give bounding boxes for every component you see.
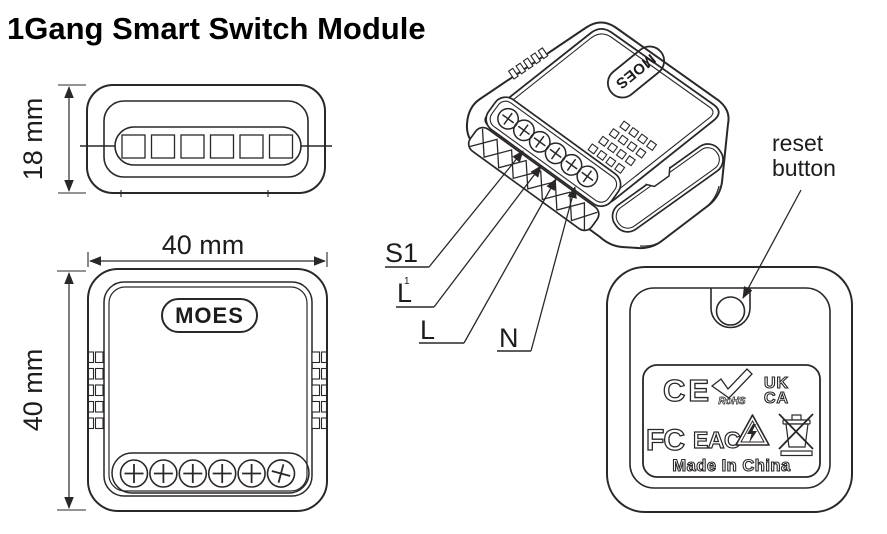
side-height-dimension: 18 mm bbox=[18, 84, 86, 194]
front-view-left-vents bbox=[87, 351, 104, 430]
iso-screw-icon bbox=[576, 165, 599, 188]
ukca-top-text: UK bbox=[764, 375, 789, 392]
rohs-mark-text: RoHS bbox=[718, 396, 746, 407]
iso-view: MOES bbox=[385, 21, 730, 353]
screw-icon bbox=[266, 459, 296, 488]
made-in-china-label: Made In China bbox=[672, 457, 791, 475]
reset-button-callout: reset button bbox=[742, 130, 836, 299]
iso-side-vents bbox=[587, 120, 658, 174]
iso-screw-icon bbox=[512, 119, 535, 142]
certification-plate bbox=[642, 364, 821, 478]
terminal-label-s1: S1 bbox=[385, 238, 418, 268]
side-view-terminal-openings bbox=[121, 134, 294, 159]
back-view-inner-shell bbox=[629, 287, 831, 489]
reset-button-hole bbox=[710, 288, 751, 329]
iso-terminal-strip bbox=[485, 96, 622, 208]
side-height-dimension-label: 18 mm bbox=[18, 98, 48, 181]
terminal-label-l2: L bbox=[420, 315, 435, 345]
iso-screw-icon bbox=[497, 107, 520, 130]
screw-icon bbox=[237, 459, 266, 488]
iso-screw-icon bbox=[544, 142, 567, 165]
eac-mark: EAC bbox=[692, 426, 741, 453]
screw-icon bbox=[178, 459, 208, 488]
side-view-outer-shell bbox=[86, 84, 326, 194]
reset-callout-line1: reset bbox=[772, 130, 824, 156]
terminal-label-l1: L bbox=[397, 278, 412, 308]
warning-triangle-icon bbox=[735, 414, 770, 446]
front-view-terminal-screws bbox=[111, 452, 310, 494]
front-height-dimension: 40 mm bbox=[18, 270, 86, 511]
screw-icon bbox=[119, 459, 149, 488]
front-view: MOES bbox=[18, 230, 328, 512]
iso-screw-icon bbox=[528, 130, 551, 153]
iso-bottom-edge-line bbox=[639, 185, 720, 247]
fcc-mark-text: FC bbox=[646, 424, 684, 457]
ukca-bottom-text: CA bbox=[764, 390, 789, 407]
front-height-dimension-label: 40 mm bbox=[18, 349, 48, 432]
side-view: 18 mm bbox=[18, 84, 332, 197]
ukca-mark: UK CA bbox=[763, 374, 789, 407]
front-view-inner-frame-2 bbox=[108, 286, 308, 492]
iso-back-vent-slots bbox=[507, 47, 549, 80]
moes-logo-text: MOES bbox=[175, 303, 244, 328]
ce-mark-text: CE bbox=[663, 373, 712, 408]
moes-logo: MOES bbox=[161, 298, 258, 333]
front-width-dimension: 40 mm bbox=[87, 230, 328, 267]
ce-mark: CE bbox=[662, 372, 712, 408]
iso-side-recess-panel bbox=[611, 143, 724, 233]
page-title: 1Gang Smart Switch Module bbox=[7, 11, 426, 46]
side-view-seam-lines bbox=[80, 145, 332, 197]
iso-screw-icon bbox=[560, 153, 583, 176]
terminal-callouts: S1 L 1 L N bbox=[385, 150, 577, 353]
terminal-label-l1-sup: 1 bbox=[404, 276, 410, 287]
rohs-mark: RoHS bbox=[710, 368, 753, 407]
front-width-dimension-label: 40 mm bbox=[162, 230, 245, 260]
screw-icon bbox=[207, 459, 237, 488]
screw-icon bbox=[149, 459, 178, 488]
terminal-label-n: N bbox=[499, 323, 519, 353]
rohs-check-icon bbox=[710, 368, 753, 399]
back-view: CE RoHS UK CA FC EAC bbox=[606, 130, 853, 513]
eac-mark-text: EAC bbox=[693, 427, 740, 453]
weee-bin-icon bbox=[778, 413, 814, 457]
front-view-right-vents bbox=[311, 351, 328, 430]
fcc-mark: FC bbox=[645, 423, 686, 457]
side-view-inner-shell bbox=[103, 100, 309, 178]
reset-callout-line2: button bbox=[772, 155, 836, 181]
